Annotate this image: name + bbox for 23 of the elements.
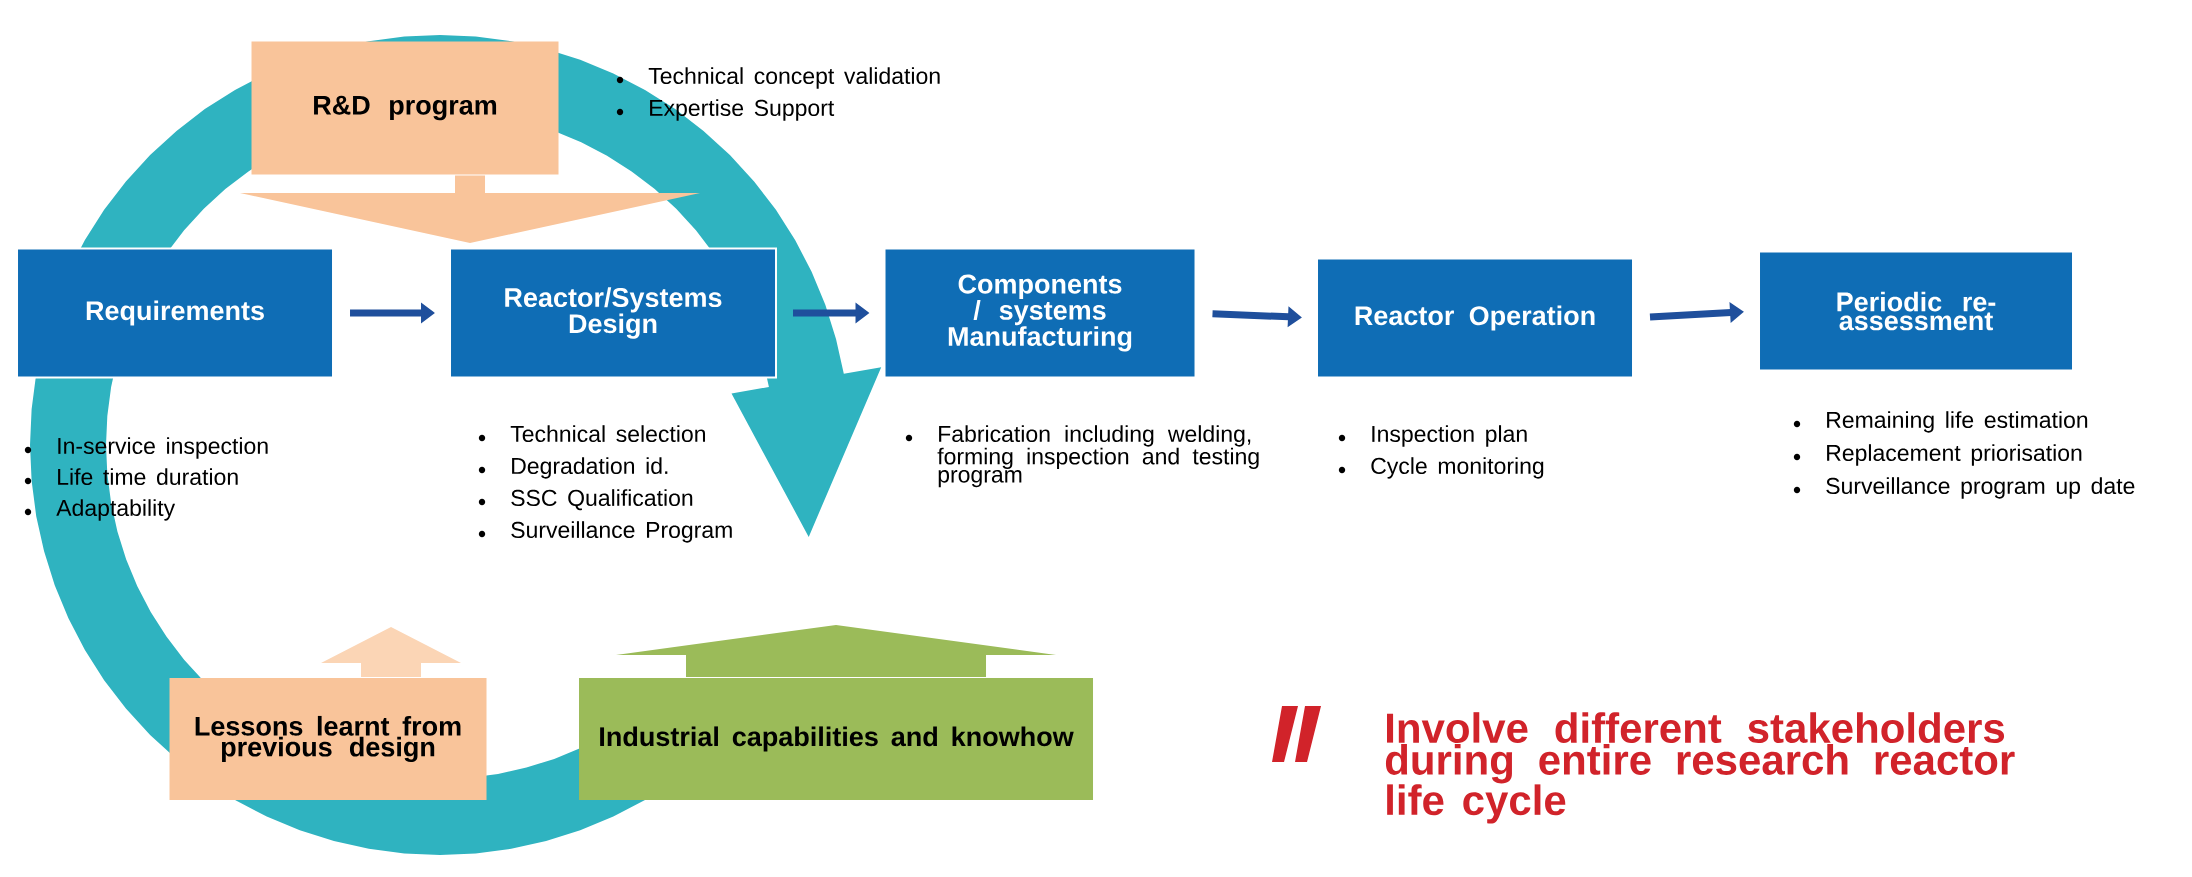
- bullet-text: Surveillance Program: [511, 521, 732, 543]
- process-box: Periodic re-assessment: [1758, 250, 2074, 372]
- node-label: Industrial capabilities and knowhow: [600, 726, 1074, 752]
- process-box: R&D program: [251, 41, 559, 175]
- bullet-text: Replacement priorisation: [1827, 444, 2082, 466]
- bullet-text: Technical selection: [510, 425, 705, 443]
- bullet-text: Surveillance program up date: [1826, 477, 2135, 499]
- process-box: Reactor/Systems Design: [449, 247, 777, 379]
- arrow: [321, 627, 461, 677]
- bullet-text: Degradation id.: [512, 457, 668, 479]
- process-box: Components / systems Manufacturing: [883, 247, 1197, 379]
- bullet-text: Remaining life estimation: [1827, 411, 2088, 433]
- bullet-text: Fabrication including welding, forming inspection and testing program: [937, 425, 1259, 488]
- bullet-text: Inspection plan: [1372, 425, 1527, 447]
- process-box: Requirements: [16, 247, 334, 379]
- process-box: Industrial capabilities and knowhow: [579, 678, 1093, 800]
- process-box: Lessons learnt from previous design: [169, 678, 487, 800]
- bullet-text: Technical concept validation: [648, 67, 940, 89]
- quote-text: Involve different stakeholders during entire research reactor life cycle: [1385, 712, 2015, 824]
- bullet-text: Cycle monitoring: [1371, 457, 1544, 479]
- process-box: Reactor Operation: [1316, 257, 1634, 379]
- arrow: [240, 175, 700, 243]
- bullet-text: SSC Qualification: [511, 489, 693, 511]
